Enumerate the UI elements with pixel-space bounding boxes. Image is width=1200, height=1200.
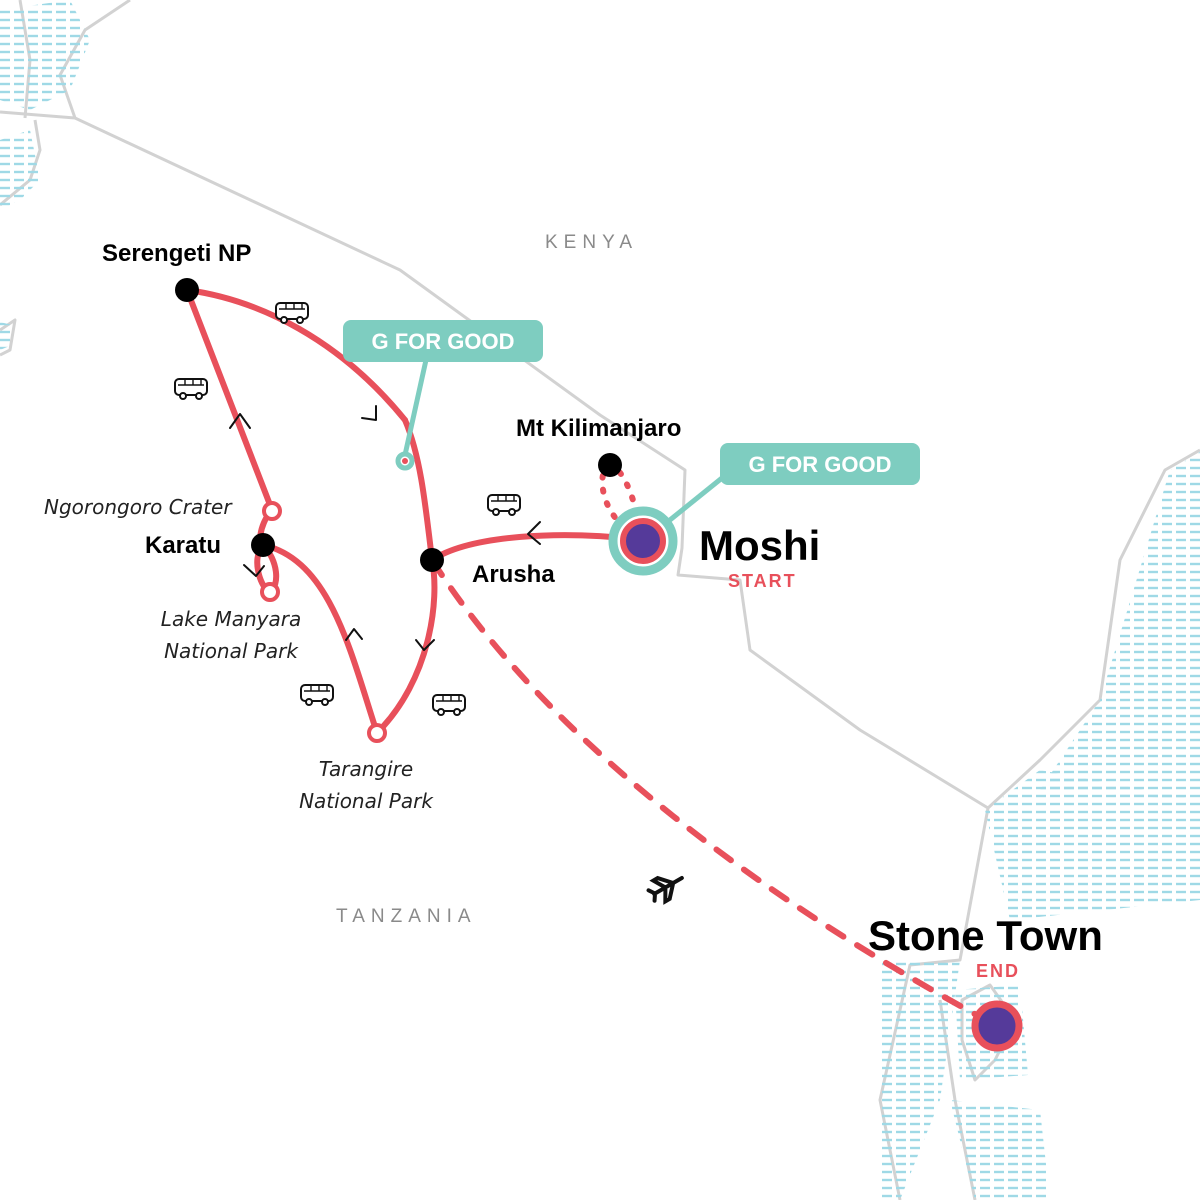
- g-for-good-marker-core: [402, 458, 408, 464]
- chevron-icon: [345, 628, 363, 641]
- dot-kilimanjaro: [598, 453, 622, 477]
- g-for-good-badge-2: G FOR GOOD: [658, 443, 920, 530]
- dot-serengeti: [175, 278, 199, 302]
- label-manyara-1: Lake Manyara: [161, 607, 301, 631]
- bus-icon: [487, 494, 521, 516]
- label-stone-town: Stone Town: [868, 912, 1103, 959]
- svg-text:G FOR GOOD: G FOR GOOD: [372, 329, 515, 354]
- label-kilimanjaro: Mt Kilimanjaro: [516, 415, 681, 442]
- label-serengeti: Serengeti NP: [102, 240, 251, 267]
- label-ngorongoro: Ngorongoro Crater: [44, 495, 233, 519]
- label-stone-town-end: END: [976, 961, 1020, 981]
- overland-route: [184, 287, 646, 736]
- svg-text:G FOR GOOD: G FOR GOOD: [749, 452, 892, 477]
- marker-manyara: [260, 582, 280, 602]
- start-marker-moshi: [608, 506, 678, 576]
- chevron-icon: [361, 405, 377, 421]
- label-tarangire-2: National Park: [299, 789, 434, 813]
- label-tarangire-1: Tarangire: [319, 757, 413, 781]
- direction-chevrons: [229, 405, 541, 651]
- country-label-tanzania: TANZANIA: [336, 906, 477, 927]
- marker-ngorongoro: [262, 501, 282, 521]
- bus-icon: [275, 302, 309, 324]
- label-arusha: Arusha: [472, 561, 555, 588]
- label-karatu: Karatu: [145, 532, 221, 559]
- label-manyara-2: National Park: [164, 639, 299, 663]
- country-label-kenya: KENYA: [545, 232, 638, 253]
- chevron-icon: [527, 521, 541, 545]
- dot-karatu: [251, 533, 275, 557]
- flight-path: [429, 557, 998, 1028]
- bus-icon: [300, 684, 334, 706]
- chevron-icon: [415, 639, 435, 651]
- g-for-good-badge-1: G FOR GOOD: [343, 320, 543, 456]
- label-moshi-start: START: [728, 571, 797, 591]
- chevron-icon: [243, 564, 265, 577]
- bus-icon: [432, 694, 466, 716]
- end-marker-stone-town: [971, 1000, 1023, 1052]
- dot-arusha: [420, 548, 444, 572]
- marker-tarangire: [367, 723, 387, 743]
- chevron-icon: [229, 413, 251, 429]
- bus-icon: [174, 378, 208, 400]
- plane-icon: [646, 875, 684, 905]
- label-moshi: Moshi: [699, 522, 820, 569]
